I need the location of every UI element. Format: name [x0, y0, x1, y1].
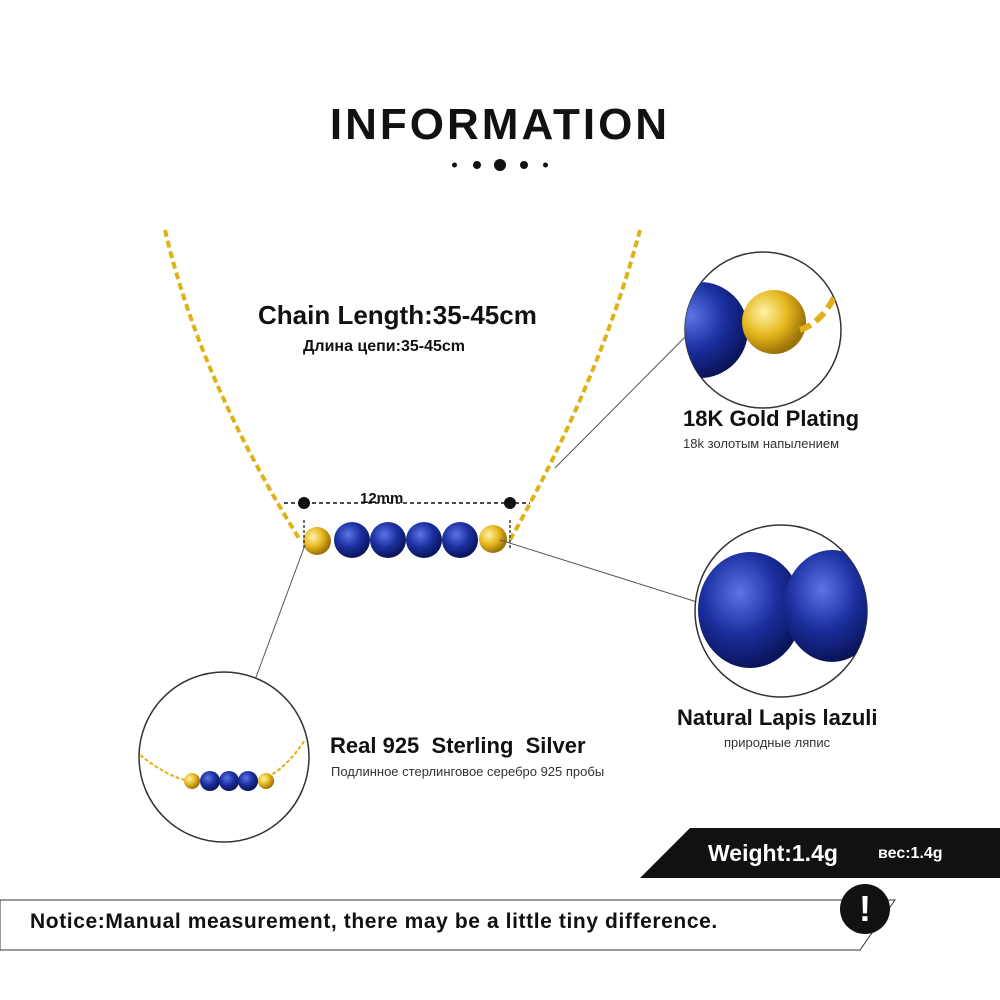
lapis-subtitle: природные ляпис	[724, 735, 831, 750]
measure-label: 12mm	[360, 490, 404, 507]
gold-detail-circle	[684, 251, 842, 409]
gold-plating-subtitle: 18k золотым напылением	[683, 436, 840, 451]
measure-line	[284, 497, 530, 548]
weight-band	[640, 828, 1000, 878]
chain-length-label: Chain Length:35-45cm	[258, 300, 537, 330]
title-dots-decoration	[440, 155, 560, 175]
weight-label-ru: вес:1.4g	[878, 845, 943, 862]
silver-subtitle: Подлинное стерлинговое серебро 925 пробы	[331, 764, 605, 779]
chain-right	[508, 229, 642, 541]
notice-band	[0, 899, 896, 951]
lapis-title: Natural Lapis lazuli	[677, 705, 878, 730]
gold-plating-title: 18K Gold Plating	[683, 406, 860, 431]
silver-detail-circle	[138, 671, 310, 843]
exclamation-icon: !	[840, 884, 890, 934]
chain-length-label-ru: Длина цепи:35-45cm	[303, 338, 466, 355]
page-title: INFORMATION	[329, 100, 671, 149]
pendant-bar	[303, 522, 507, 558]
notice-text: Notice:Manual measurement, there may be …	[30, 910, 718, 933]
chain-left	[163, 229, 302, 542]
silver-title: Real 925 Sterling Silver	[330, 733, 586, 758]
weight-label: Weight:1.4g	[708, 840, 838, 866]
lapis-detail-circle	[694, 524, 868, 698]
